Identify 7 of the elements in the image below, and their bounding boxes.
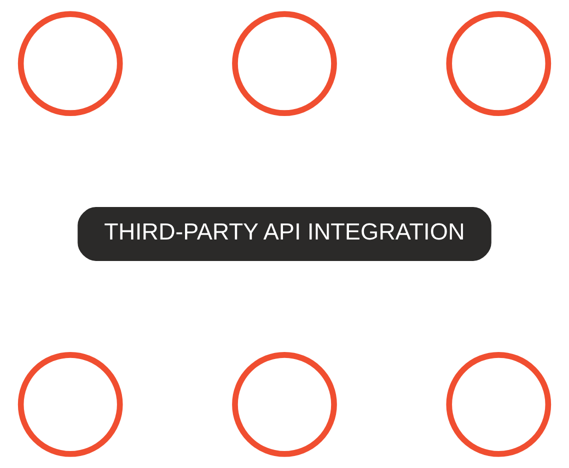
- node-circle: [446, 352, 552, 457]
- node-circle: [232, 11, 337, 116]
- node-circle: [18, 352, 123, 457]
- node-circle: [18, 11, 123, 116]
- node-box: THIRD-PARTY API INTEGRATION: [78, 207, 492, 261]
- node-circle: [232, 352, 337, 457]
- node-circle: [446, 11, 552, 116]
